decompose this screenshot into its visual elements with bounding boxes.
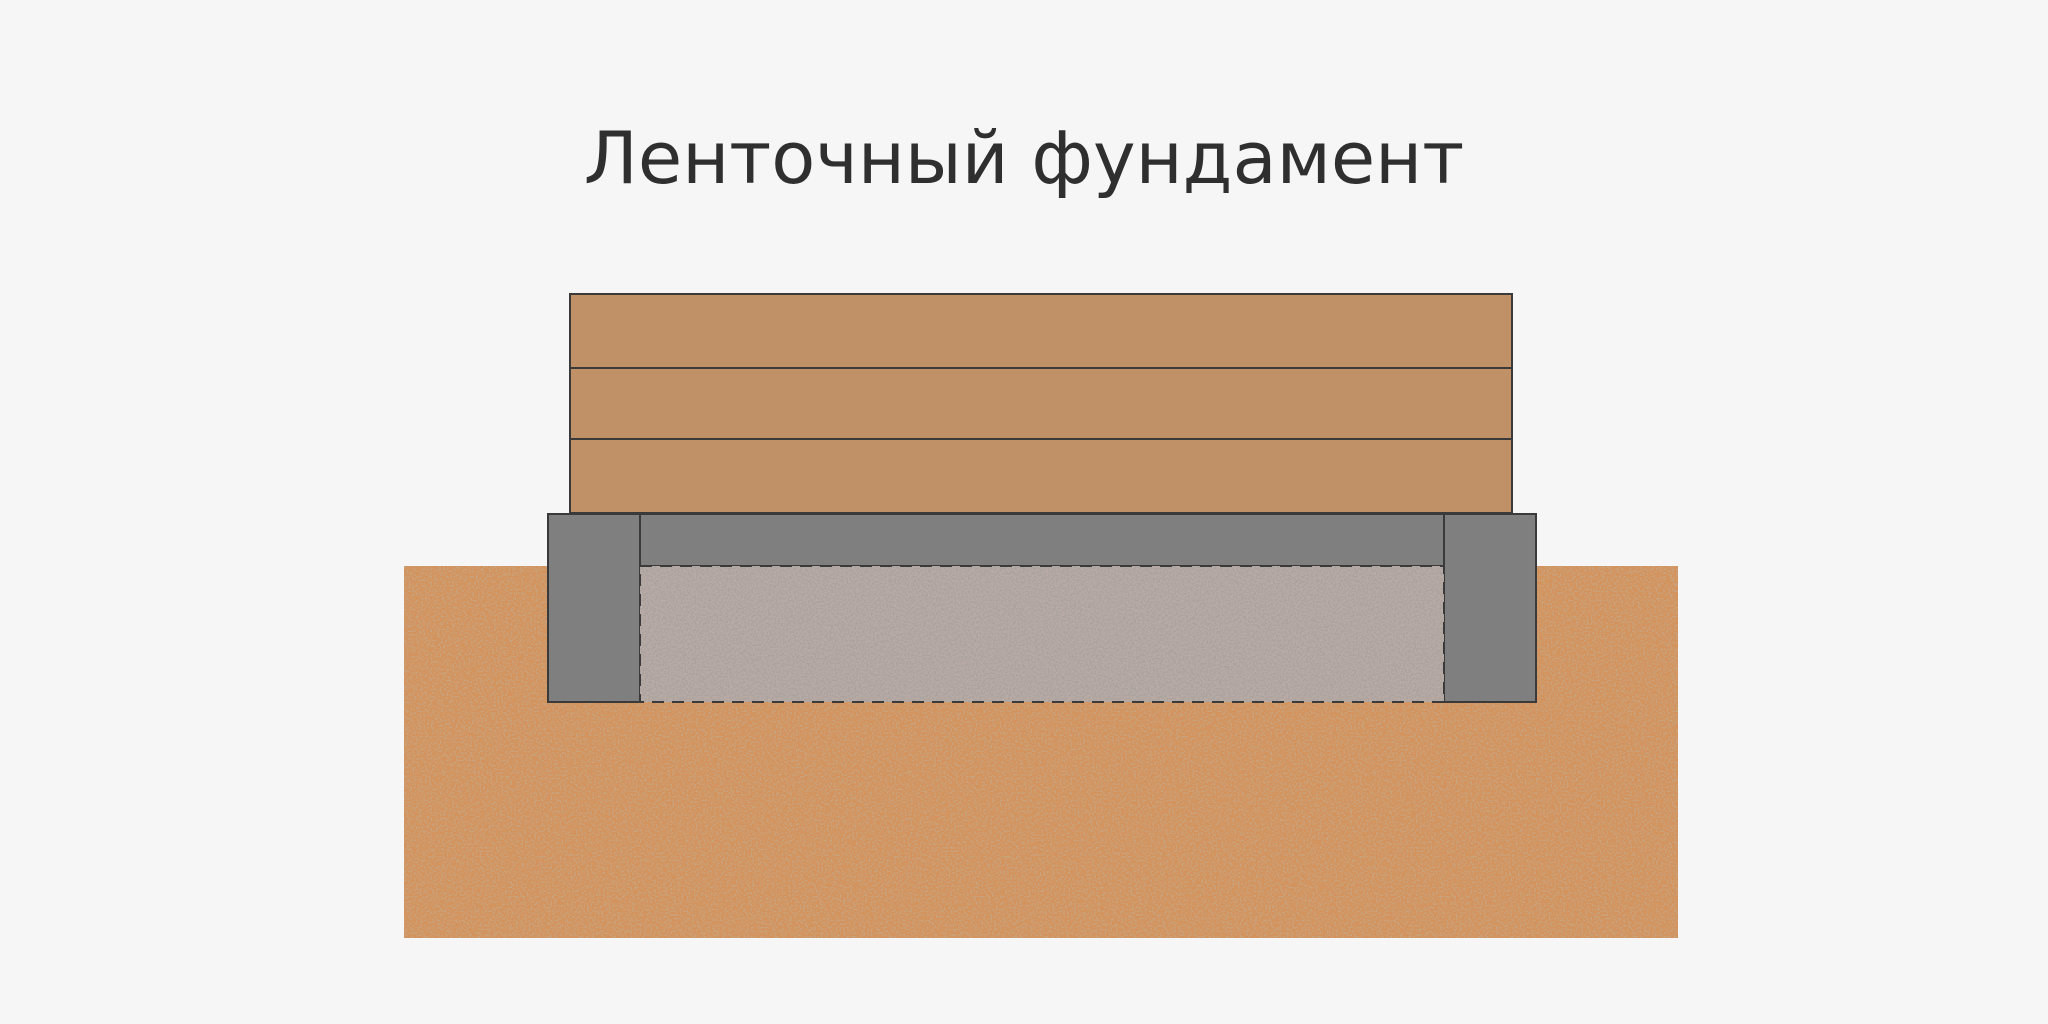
gravel-fill [639,565,1445,703]
wood-beam-middle [569,367,1513,440]
foundation-left-wall [547,513,641,703]
wood-beam-bottom [569,438,1513,514]
diagram-title: Ленточный фундамент [583,116,1465,200]
foundation-top-beam [639,513,1445,567]
wood-beam-top [569,293,1513,369]
wooden-wall [569,293,1513,514]
foundation-right-wall [1443,513,1537,703]
